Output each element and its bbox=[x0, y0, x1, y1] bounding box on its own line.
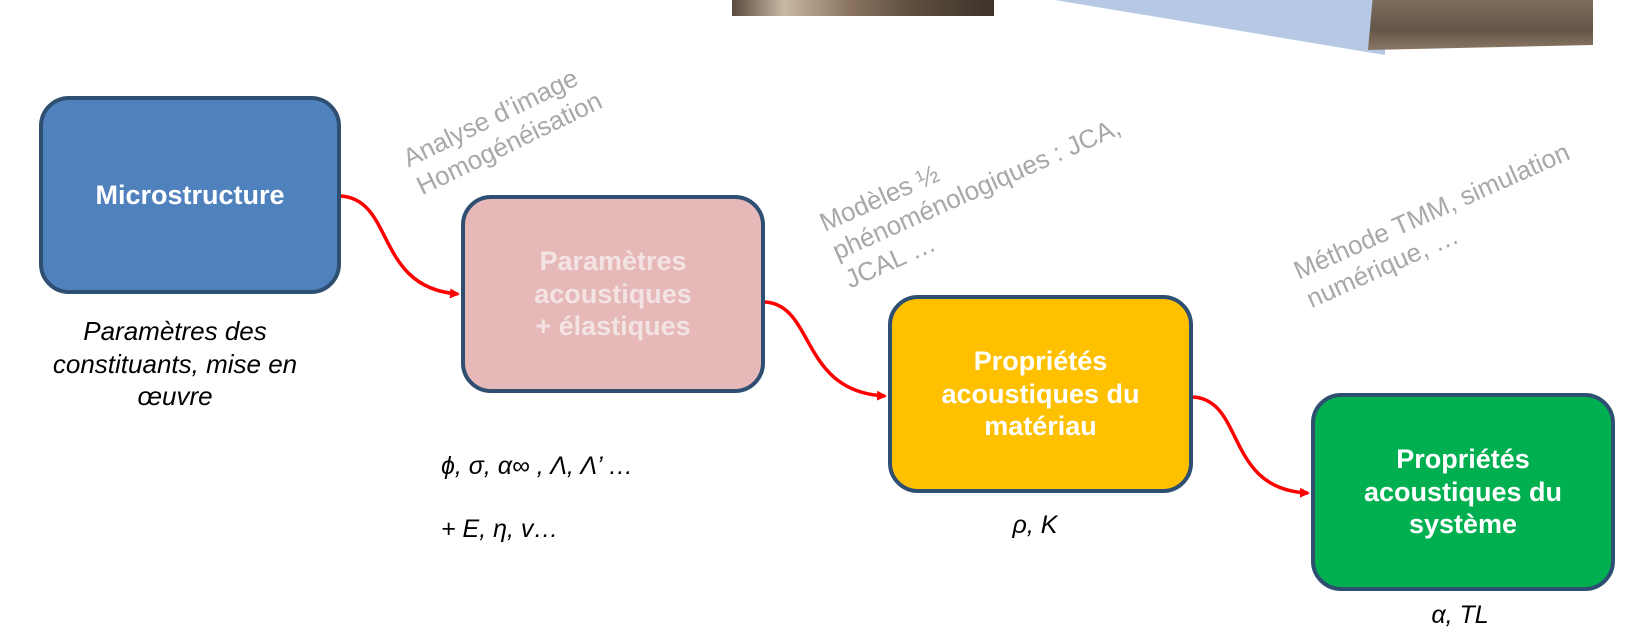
box-microstructure: Microstructure bbox=[39, 96, 341, 294]
arrow-materiau-to-systeme bbox=[1192, 395, 1310, 498]
note-parametres-symbols: ϕ, σ, α∞ , Λ, Λ’ … bbox=[441, 452, 634, 481]
box-materiau-label: Propriétés acoustiques du matériau bbox=[941, 346, 1140, 442]
arrow-microstructure-to-parametres bbox=[340, 194, 460, 299]
box-microstructure-label: Microstructure bbox=[95, 179, 285, 210]
note-materiau: ρ, K bbox=[1012, 511, 1058, 539]
box-proprietes-systeme: Propriétés acoustiques du système bbox=[1311, 393, 1615, 591]
note-parametres-elastic: + E, η, v… bbox=[441, 514, 559, 543]
material-photo-left bbox=[732, 0, 994, 16]
box-parametres-label: Paramètres acoustiques + élastiques bbox=[534, 246, 692, 342]
note-constituants: Paramètres des constituants, mise en œuv… bbox=[52, 316, 298, 411]
material-photo-right bbox=[1368, 0, 1593, 50]
note-systeme: α, TL bbox=[1431, 601, 1489, 629]
box-parametres-acoustiques: Paramètres acoustiques + élastiques bbox=[461, 195, 765, 393]
box-proprietes-materiau: Propriétés acoustiques du matériau bbox=[888, 295, 1193, 493]
box-systeme-label: Propriétés acoustiques du système bbox=[1363, 444, 1563, 540]
note-parametres: ϕ, σ, α∞ , Λ, Λ’ … + E, η, v… bbox=[441, 420, 771, 576]
arrow-parametres-to-materiau bbox=[764, 300, 887, 401]
